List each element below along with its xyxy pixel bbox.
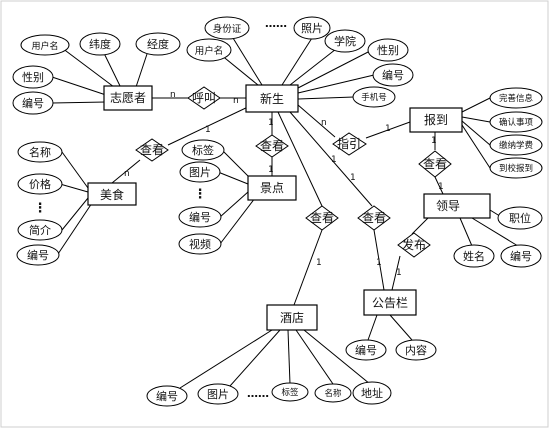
attr-zyz-weidu: 纬度 — [89, 37, 111, 51]
card-1: 1 — [268, 118, 274, 128]
entity-box — [87, 182, 137, 206]
attr-xs-bianhao: 编号 — [382, 68, 404, 82]
entity-box — [245, 84, 299, 113]
ellipsis-ms: ⋮ — [34, 201, 47, 216]
rel-chakan-gonggao: 查看 — [362, 211, 386, 225]
attr-xs-xingbie: 性别 — [377, 43, 399, 57]
attr-zyz-xingbie: 性别 — [22, 70, 44, 84]
attr-jdian-dizhi: 地址 — [361, 386, 383, 400]
attr-gg-bianhao: 编号 — [355, 343, 377, 357]
entity-box — [363, 289, 417, 316]
diamond — [305, 205, 339, 231]
entity-baodao: 报到 — [424, 112, 448, 127]
attr-ld-xingming: 姓名 — [463, 249, 485, 263]
rel-hujiao: 呼叫 — [192, 91, 216, 105]
diamond — [397, 232, 431, 258]
entities: 志愿者 新生 报到 美食 景点 领导 酒店 公告栏 — [87, 84, 491, 331]
rel-fabu: 发布 — [402, 237, 426, 252]
card-n: n — [170, 90, 176, 100]
card-n: n — [233, 96, 239, 106]
attr-jdian-tupian: 图片 — [207, 388, 229, 401]
diamond — [332, 132, 367, 156]
attr-zyz-bianhao: 编号 — [22, 96, 44, 110]
card-1: 1 — [331, 155, 337, 165]
ellipsis-jd: ⋮ — [194, 187, 207, 202]
attr-bd-wanshan: 完善信息 — [499, 93, 534, 104]
rel-chakan-meishi: 查看 — [140, 143, 164, 157]
entity-meishi: 美食 — [100, 187, 124, 202]
diamond — [187, 86, 221, 110]
attr-zyz-yonghuming: 用户名 — [31, 40, 58, 52]
attr-jdian-bianhao: 编号 — [156, 389, 178, 403]
attr-ld-zhiwei: 职位 — [509, 211, 531, 225]
entity-zhiyuanzhe: 志愿者 — [110, 91, 146, 105]
attr-gg-neirong: 内容 — [405, 343, 427, 357]
entity-box — [409, 107, 463, 133]
entity-box — [103, 85, 153, 111]
diamond — [135, 138, 169, 162]
entity-xinsheng: 新生 — [260, 91, 284, 106]
entity-gonggaolan: 公告栏 — [372, 295, 408, 310]
card-1: 1 — [350, 173, 356, 183]
cardinality-marks: n n n n 1 1 1 1 1 1 1 1 1 1 1 — [124, 90, 444, 278]
ellipsis-jdian: …… — [247, 387, 269, 400]
card-1: 1 — [205, 125, 211, 135]
entity-box — [247, 175, 297, 201]
rel-zhiyin: 指引 — [337, 136, 361, 151]
rel-chakan-jiudian: 查看 — [310, 211, 334, 225]
card-1: 1 — [376, 258, 382, 268]
attr-xs-yonghuming: 用户名 — [195, 45, 224, 57]
card-n: n — [321, 118, 327, 128]
rel-chakan-lingdao: 查看 — [423, 157, 447, 171]
entity-jiudian: 酒店 — [280, 311, 304, 325]
card-1: 1 — [438, 182, 444, 192]
attr-bd-queren: 确认事项 — [499, 117, 534, 128]
entity-box — [423, 193, 491, 219]
entity-box — [266, 304, 318, 331]
card-1: 1 — [431, 136, 437, 146]
attr-xs-zhaopian: 照片 — [301, 22, 323, 35]
relationships: 呼叫 指引 查看 查看 查看 查看 查看 发布 — [135, 86, 452, 258]
diamond — [255, 134, 289, 158]
card-1: 1 — [268, 165, 274, 175]
rel-chakan-jingdian: 查看 — [260, 139, 284, 153]
edges — [51, 37, 519, 389]
attr-ms-bianhao: 编号 — [27, 248, 49, 262]
attr-ms-jiage: 价格 — [29, 177, 51, 191]
ellipsis-xs: …… — [265, 17, 287, 30]
attr-xs-shenfenzheng: 身份证 — [213, 23, 242, 35]
attr-bd-daoxiao: 到校报到 — [499, 163, 533, 174]
attr-jd-shipin: 视频 — [189, 237, 211, 251]
card-1: 1 — [396, 268, 402, 278]
attr-jdian-mingcheng: 名称 — [324, 388, 342, 399]
diamond — [418, 150, 452, 178]
attr-xs-shoujihao: 手机号 — [361, 92, 387, 103]
attr-ms-mingcheng: 名称 — [29, 145, 51, 159]
diamond — [357, 205, 391, 231]
attr-ld-bianhao: 编号 — [510, 249, 532, 263]
attr-jd-biaoqian: 标签 — [192, 143, 214, 157]
attr-bd-jiaona: 缴纳学费 — [499, 140, 534, 151]
card-1: 1 — [316, 258, 322, 268]
attr-jd-bianhao: 编号 — [189, 210, 211, 224]
attributes: 用户名 纬度 经度 性别 编号 身份证 照片 用户名 学院 性别 编号 手机号 … — [12, 16, 543, 407]
entity-lingdao: 领导 — [436, 199, 460, 213]
attr-ms-jianjie: 简介 — [29, 223, 51, 237]
attr-jdian-biaoqian: 标签 — [281, 387, 299, 398]
card-n: n — [124, 169, 130, 179]
card-1: 1 — [385, 124, 391, 134]
attr-xs-xueyuan: 学院 — [334, 34, 356, 48]
entity-jingdian: 景点 — [260, 181, 284, 195]
attr-zyz-jingdu: 经度 — [147, 37, 169, 51]
attr-jd-tupian: 图片 — [189, 166, 211, 179]
